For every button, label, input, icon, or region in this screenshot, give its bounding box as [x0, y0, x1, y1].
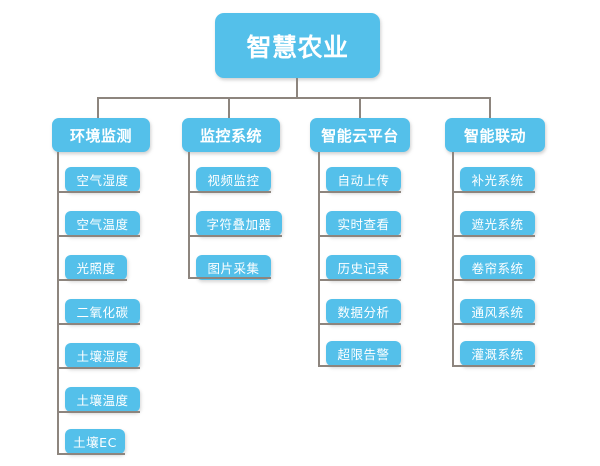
leaf-node-1-1-label: 空气湿度: [76, 173, 129, 188]
leaf-node-2-1[interactable]: 视频监控: [196, 167, 271, 192]
connector-trunk-4: [452, 152, 454, 365]
connector-leaf-1-7: [57, 453, 125, 455]
leaf-node-4-4-label: 通风系统: [471, 305, 524, 320]
connector-leaf-4-4: [452, 323, 535, 325]
branch-node-1[interactable]: 环境监测: [52, 118, 150, 152]
leaf-node-1-3[interactable]: 光照度: [65, 255, 127, 280]
root-node[interactable]: 智慧农业: [215, 13, 380, 78]
leaf-node-4-5[interactable]: 灌溉系统: [460, 341, 535, 366]
connector-leaf-4-1: [452, 191, 535, 193]
branch-node-3-label: 智能云平台: [321, 126, 399, 145]
leaf-node-1-7-label: 土壤EC: [73, 435, 117, 450]
leaf-node-3-2-label: 实时查看: [337, 217, 390, 232]
connector-leaf-3-3: [318, 279, 401, 281]
connector-leaf-3-5: [318, 365, 401, 367]
leaf-node-1-6[interactable]: 土壤温度: [65, 387, 140, 412]
connector-leaf-2-3: [188, 277, 271, 279]
branch-node-1-label: 环境监测: [69, 126, 132, 145]
connector-horizontal-bus: [97, 97, 491, 99]
leaf-node-2-3[interactable]: 图片采集: [196, 255, 271, 280]
connector-trunk-2: [188, 152, 190, 277]
leaf-node-1-3-label: 光照度: [76, 261, 116, 276]
leaf-node-4-3-label: 卷帘系统: [471, 261, 524, 276]
leaf-node-4-5-label: 灌溉系统: [471, 347, 524, 362]
leaf-node-4-2[interactable]: 遮光系统: [460, 211, 535, 236]
connector-leaf-4-5: [452, 365, 535, 367]
leaf-node-3-5-label: 超限告警: [337, 347, 390, 362]
leaf-node-1-5[interactable]: 土壤湿度: [65, 343, 140, 368]
connector-branch-drop-4: [489, 97, 491, 118]
leaf-node-4-2-label: 遮光系统: [471, 217, 524, 232]
leaf-node-3-1-label: 自动上传: [337, 173, 390, 188]
leaf-node-4-3[interactable]: 卷帘系统: [460, 255, 535, 280]
leaf-node-1-7[interactable]: 土壤EC: [65, 429, 125, 454]
leaf-node-1-4[interactable]: 二氧化碳: [65, 299, 140, 324]
leaf-node-3-5[interactable]: 超限告警: [326, 341, 401, 366]
branch-node-4-label: 智能联动: [463, 126, 526, 145]
branch-node-2-label: 监控系统: [199, 126, 262, 145]
leaf-node-3-1[interactable]: 自动上传: [326, 167, 401, 192]
connector-leaf-1-4: [57, 323, 140, 325]
connector-leaf-1-1: [57, 191, 140, 193]
branch-node-2[interactable]: 监控系统: [182, 118, 280, 152]
leaf-node-1-2-label: 空气温度: [76, 217, 129, 232]
connector-leaf-1-2: [57, 235, 140, 237]
leaf-node-4-1[interactable]: 补光系统: [460, 167, 535, 192]
connector-root-drop: [296, 78, 298, 98]
connector-leaf-4-2: [452, 235, 535, 237]
leaf-node-2-2[interactable]: 字符叠加器: [196, 211, 282, 236]
branch-node-3[interactable]: 智能云平台: [310, 118, 410, 152]
leaf-node-3-4[interactable]: 数据分析: [326, 299, 401, 324]
connector-leaf-1-6: [57, 411, 140, 413]
connector-leaf-3-4: [318, 323, 401, 325]
root-node-label: 智慧农业: [246, 32, 349, 62]
connector-leaf-1-3: [57, 279, 127, 281]
leaf-node-1-1[interactable]: 空气湿度: [65, 167, 140, 192]
connector-leaf-3-1: [318, 191, 401, 193]
connector-branch-drop-1: [97, 97, 99, 118]
leaf-node-2-3-label: 图片采集: [207, 261, 260, 276]
leaf-node-4-4[interactable]: 通风系统: [460, 299, 535, 324]
leaf-node-1-2[interactable]: 空气温度: [65, 211, 140, 236]
connector-branch-drop-2: [228, 97, 230, 118]
leaf-node-1-5-label: 土壤湿度: [76, 349, 129, 364]
connector-trunk-3: [318, 152, 320, 365]
leaf-node-3-3-label: 历史记录: [337, 261, 390, 276]
connector-leaf-1-5: [57, 367, 140, 369]
leaf-node-3-3[interactable]: 历史记录: [326, 255, 401, 280]
leaf-node-3-4-label: 数据分析: [337, 305, 390, 320]
connector-leaf-2-2: [188, 235, 282, 237]
branch-node-4[interactable]: 智能联动: [445, 118, 545, 152]
connector-leaf-2-1: [188, 191, 271, 193]
leaf-node-2-1-label: 视频监控: [207, 173, 260, 188]
leaf-node-1-4-label: 二氧化碳: [76, 305, 129, 320]
leaf-node-3-2[interactable]: 实时查看: [326, 211, 401, 236]
leaf-node-1-6-label: 土壤温度: [76, 393, 129, 408]
connector-leaf-3-2: [318, 235, 401, 237]
connector-leaf-4-3: [452, 279, 535, 281]
leaf-node-2-2-label: 字符叠加器: [206, 217, 272, 232]
leaf-node-4-1-label: 补光系统: [471, 173, 524, 188]
connector-branch-drop-3: [359, 97, 361, 118]
connector-trunk-1: [57, 152, 59, 453]
